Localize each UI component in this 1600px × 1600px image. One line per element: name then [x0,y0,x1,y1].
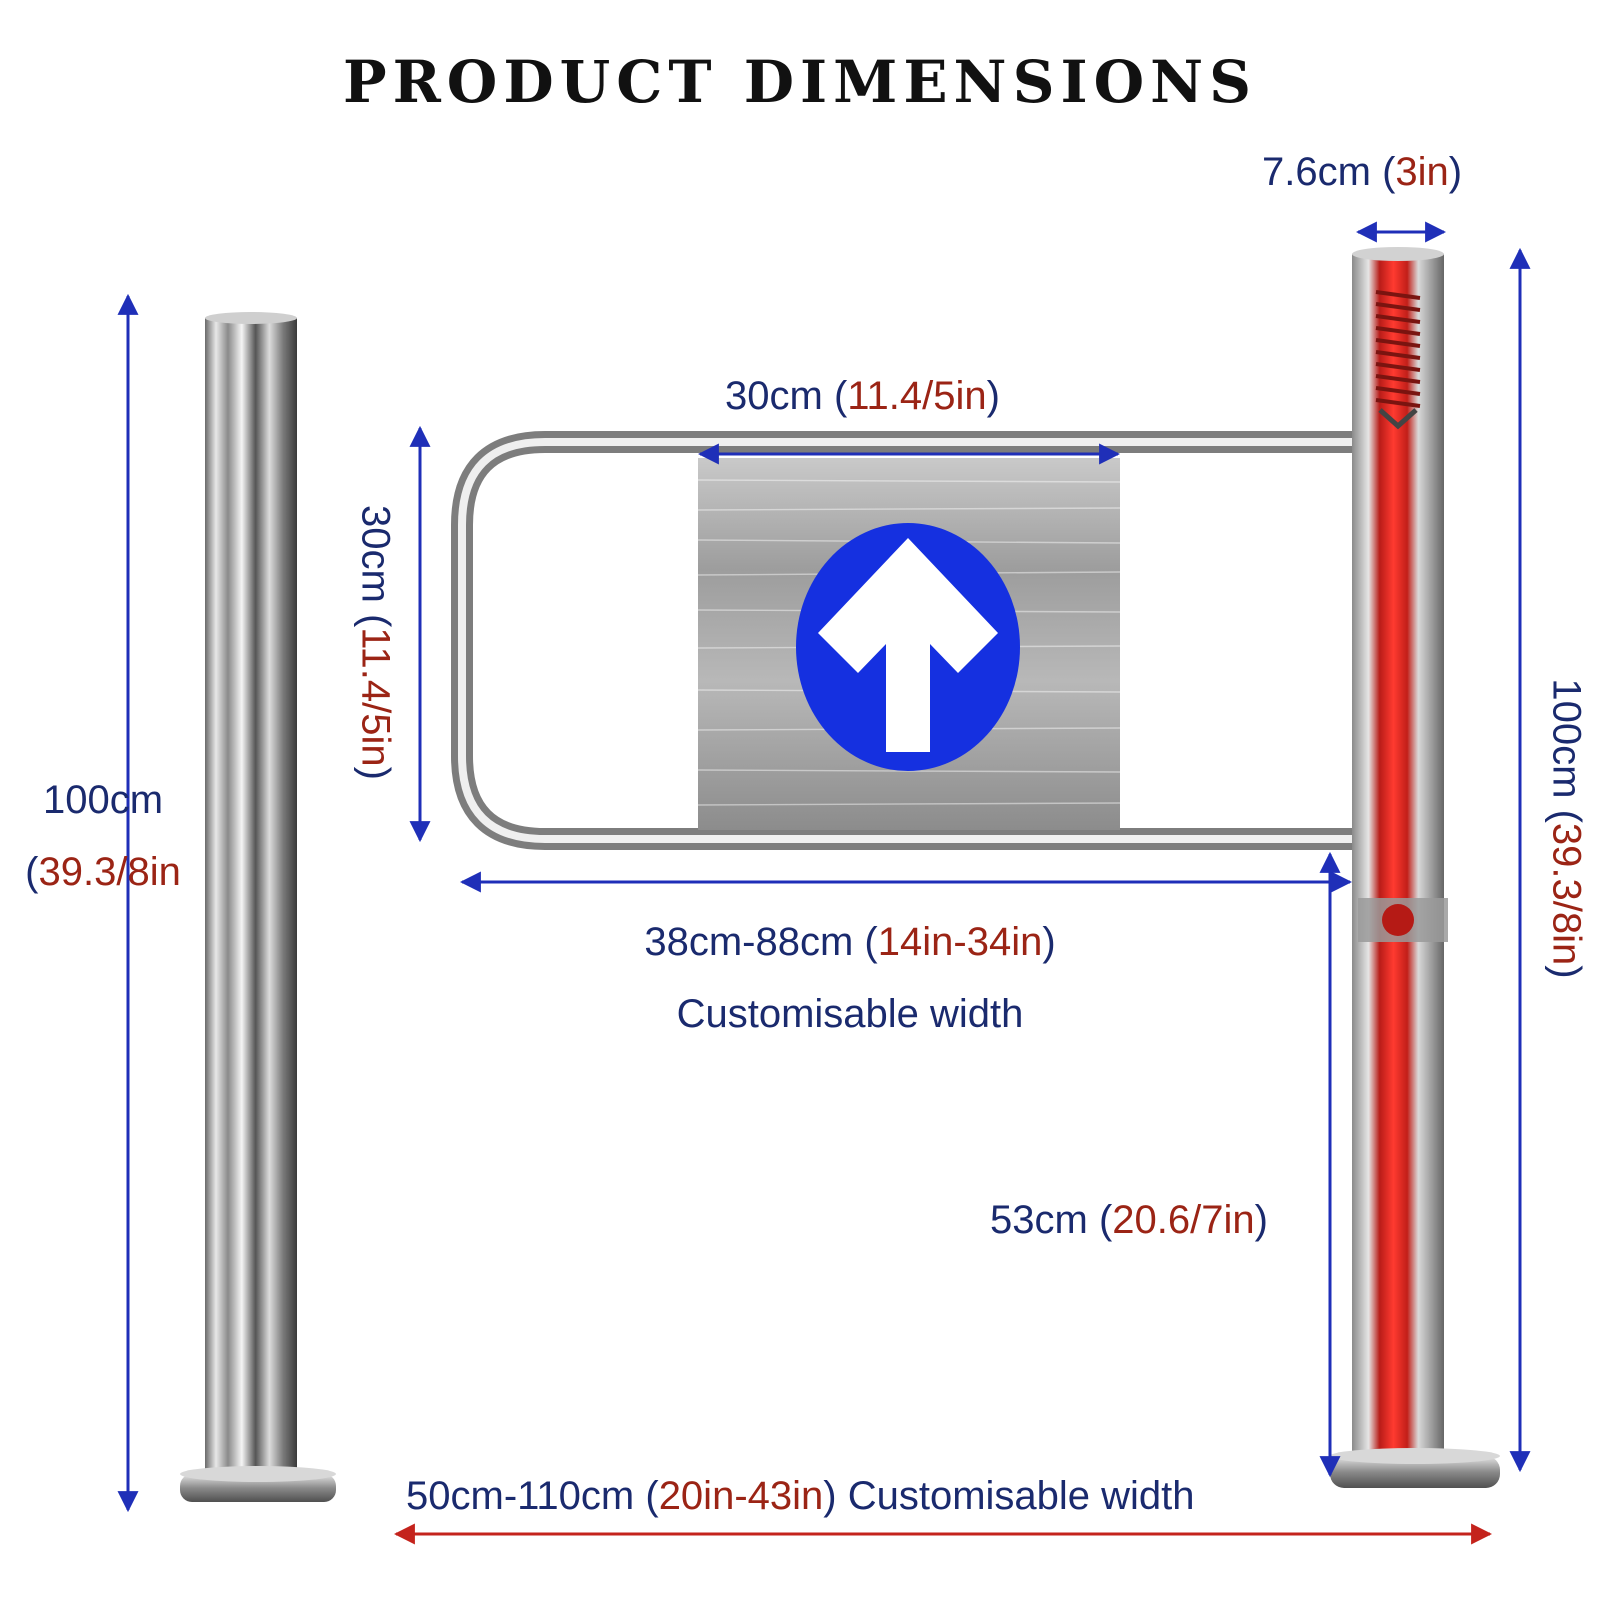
total-width-imperial: 20in-43in [658,1474,824,1518]
pipe-diameter-label: 7.6cm (3in) [1262,150,1463,194]
total-width-metric: 50cm-110cm [406,1474,635,1518]
pipe-diameter-metric: 7.6cm [1262,150,1371,194]
sign-width-metric: 30cm [725,374,823,418]
right-height-metric: 100cm [1544,678,1589,799]
arm-width-label: 38cm-88cm (14in-34in) Customisable width [580,906,1120,1050]
sign-height-label: 30cm (11.4/5in) [353,505,398,780]
sign-width-imperial: 11.4/5in [847,374,987,418]
up-arrow-icon [818,538,998,752]
gate-arm [451,431,1352,850]
sign-height-imperial: 11.4/5in [353,627,398,767]
left-height-metric: 100cm [42,778,164,822]
left-height-imperial: 39.3/8in [38,850,181,894]
left-post [180,312,336,1502]
left-height-label: 100cm (39.3/8in [8,764,198,908]
total-width-note: Customisable width [847,1474,1195,1518]
sign-height-metric: 30cm [353,505,398,603]
arm-ground-height-label: 53cm (20.6/7in) [990,1198,1268,1242]
right-height-label: 100cm (39.3/8in) [1544,678,1589,979]
sign-plate [697,458,1121,830]
pipe-diameter-imperial: 3in [1395,150,1449,194]
total-width-label: 50cm-110cm (20in-43in) Customisable widt… [406,1474,1195,1518]
spring-coil [1375,290,1421,430]
page-title: PRODUCT DIMENSIONS [342,48,1258,116]
sign-width-label: 30cm (11.4/5in) [725,374,1000,418]
arm-ground-height-imperial: 20.6/7in [1112,1198,1255,1242]
right-post [1330,247,1500,1488]
arm-ground-height-metric: 53cm [990,1198,1088,1242]
arm-width-imperial: 14in-34in [877,920,1043,964]
arm-width-note: Customisable width [676,992,1024,1036]
right-height-imperial: 39.3/8in [1544,822,1589,966]
arm-width-metric: 38cm-88cm [644,920,854,964]
